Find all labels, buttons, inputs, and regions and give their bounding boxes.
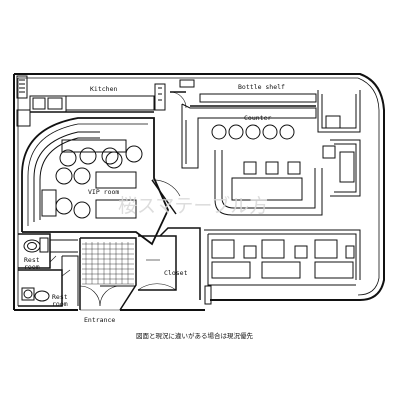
label-entrance: Entrance (84, 316, 115, 324)
label-bottle-shelf: Bottle shelf (238, 83, 285, 91)
counter-stool (228, 124, 244, 140)
vip-chair (105, 151, 123, 169)
counter-stool (245, 124, 261, 140)
booth-bottom (204, 229, 361, 286)
label-counter: Counter (244, 114, 271, 122)
rest-room-upper (18, 233, 51, 269)
label-rest-room-1-line2: room (24, 263, 40, 271)
vip-chair (101, 147, 119, 165)
kitchen-door (169, 79, 195, 109)
label-rest-room-2-line2: room (52, 300, 68, 308)
rest-room-corridor (49, 239, 79, 306)
vip-chair (73, 201, 91, 219)
kitchen-area (16, 75, 166, 127)
label-closet: Closet (164, 269, 188, 277)
booth-bottom-seats (243, 245, 355, 259)
rest-room-lower (18, 269, 63, 307)
label-rest-room-1-line1: Rest (24, 256, 40, 264)
label-kitchen: Kitchen (90, 85, 117, 93)
counter-stool (262, 124, 278, 140)
bottle-shelf (190, 93, 317, 107)
central-booth (214, 150, 323, 216)
vip-chair (125, 145, 143, 163)
outer-walls (13, 73, 385, 311)
counter-stool (211, 124, 227, 140)
vip-chairs (55, 145, 143, 219)
notice-text: 図面と現況に違いがある場合は現況優先 (136, 331, 254, 340)
vip-chair (59, 149, 77, 167)
vip-chair (55, 197, 73, 215)
entrance-hall (79, 237, 137, 311)
booth-right-middle (322, 139, 361, 197)
counter-stool (279, 124, 295, 140)
vip-chair (55, 167, 73, 185)
vip-chair (79, 147, 97, 165)
label-rest-room-2-line1: Rest (52, 293, 68, 301)
closet (137, 227, 201, 300)
counter (181, 103, 317, 169)
vip-room-walls (21, 117, 169, 246)
watermark: 桜スマテーブル方 (118, 194, 268, 217)
label-vip-room: VIP room (88, 188, 119, 196)
booth-right-top (317, 90, 361, 133)
vip-sofa (33, 131, 137, 222)
vip-door (151, 179, 181, 215)
entrance-step (204, 285, 212, 305)
vip-chair (73, 167, 91, 185)
counter-stools (211, 124, 295, 140)
